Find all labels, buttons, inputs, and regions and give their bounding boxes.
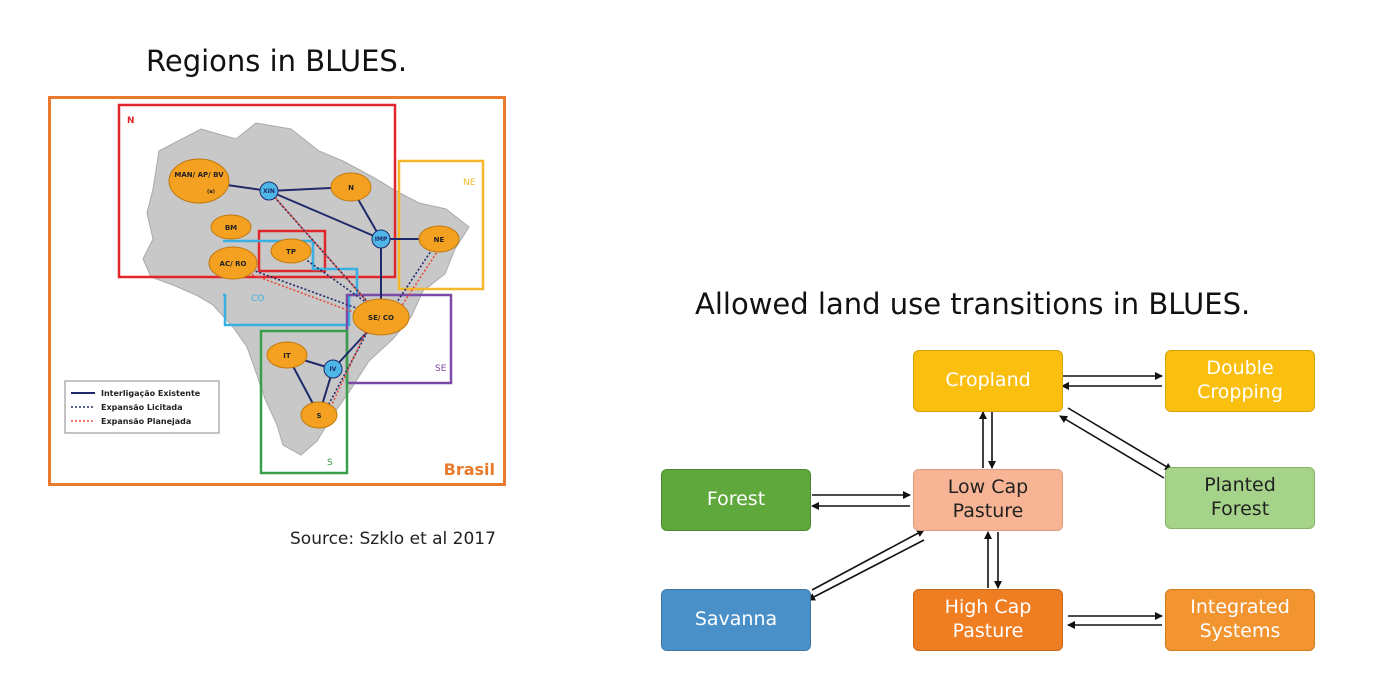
node-it-label: IT [283, 352, 291, 360]
node-planted-forest: Planted Forest [1165, 467, 1315, 529]
node-bm [210, 214, 252, 240]
region-co-label: CO [251, 294, 264, 304]
node-high-cap-pasture: High Cap Pasture [913, 589, 1063, 651]
arrow-planted-to-cropland [1059, 415, 1165, 479]
node-n-label: N [348, 184, 354, 192]
node-low-cap-pasture: Low Cap Pasture [913, 469, 1063, 531]
node-double-cropping: Double Cropping [1165, 350, 1315, 412]
legend-licensed: Expansão Licitada [101, 403, 183, 412]
arrow-cropland-to-planted [1067, 407, 1173, 471]
region-ne-box [397, 159, 485, 291]
node-seco-label: SE/ CO [368, 314, 394, 322]
legend-planned: Expansão Planejada [101, 417, 191, 426]
node-man-label: MAN/ AP/ BV [174, 171, 224, 179]
node-s [300, 401, 338, 429]
legend-existing: Interligação Existente [101, 389, 201, 398]
node-n [330, 172, 372, 202]
node-ne [418, 225, 460, 253]
node-man [168, 158, 230, 204]
node-forest: Forest [661, 469, 811, 531]
node-cropland: Cropland [913, 350, 1063, 412]
arrow-lowcap-to-savanna [807, 539, 925, 601]
region-se-label: SE [435, 364, 447, 374]
node-s-label: S [316, 412, 321, 420]
hub-imp-label: IMP [375, 236, 388, 243]
node-bm-label: BM [225, 224, 237, 232]
map-legend: Interligação Existente Expansão Licitada… [64, 380, 220, 434]
hub-xin-label: XIN [263, 188, 275, 195]
map-title: Regions in BLUES. [146, 44, 408, 78]
hub-imp [371, 229, 391, 249]
region-n-label: N [127, 116, 135, 126]
arrow-savanna-to-lowcap [811, 529, 925, 591]
source-caption: Source: Szklo et al 2017 [290, 529, 496, 549]
node-ne-label: NE [434, 236, 445, 244]
node-ac [208, 246, 258, 280]
node-ac-label: AC/ RO [220, 260, 247, 268]
hub-iv [323, 359, 343, 379]
hub-iv-label: IV [330, 366, 337, 373]
node-tp-label: TP [286, 248, 296, 256]
region-ne-label: NE [463, 178, 476, 188]
region-s-label: S [327, 458, 333, 468]
node-savanna: Savanna [661, 589, 811, 651]
map-canvas: N NE CO SE S [64, 103, 495, 479]
diagram-title: Allowed land use transitions in BLUES. [695, 287, 1251, 321]
region-tp-box [257, 229, 327, 273]
brazil-region-map: N NE CO SE S [48, 96, 506, 486]
region-s-box [259, 329, 349, 475]
node-integrated-systems: Integrated Systems [1165, 589, 1315, 651]
country-label: Brasil [444, 460, 495, 479]
node-tp [270, 238, 312, 264]
hub-xin [259, 181, 279, 201]
node-it [266, 341, 308, 369]
node-seco [352, 298, 410, 336]
node-man-note: (a) [207, 189, 215, 195]
